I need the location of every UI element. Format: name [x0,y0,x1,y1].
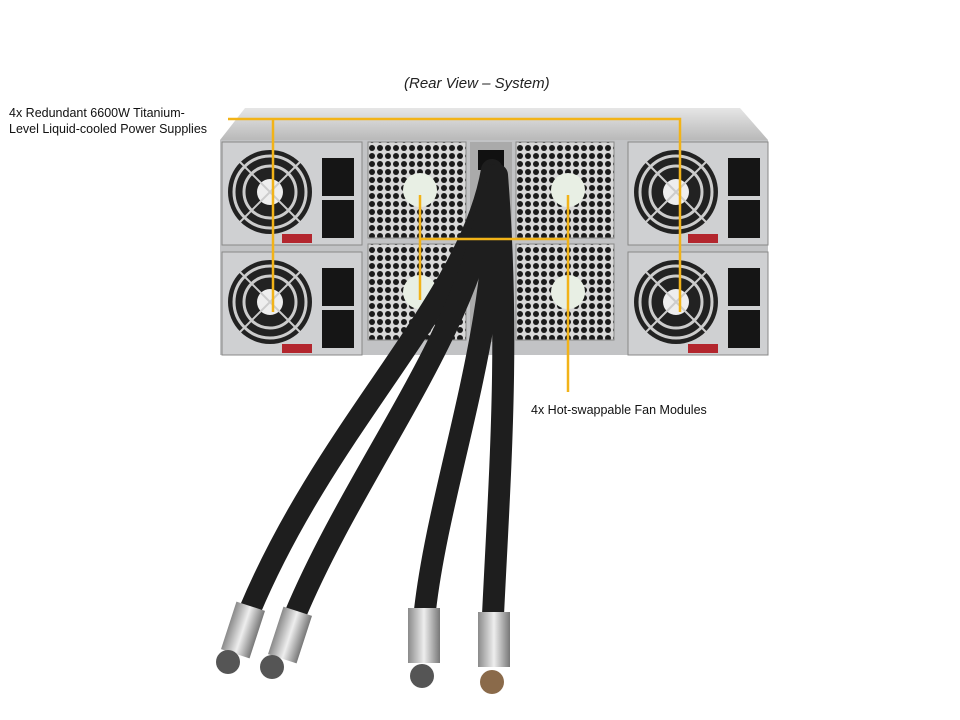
fan-modules [367,141,615,341]
power-supply-units [220,140,770,357]
view-title: (Rear View – System) [404,75,550,92]
psu-callout-line1: 4x Redundant 6600W Titanium- [9,106,185,120]
psu-callout-line [228,117,682,312]
psu-callout-line2: Level Liquid-cooled Power Supplies [9,122,208,136]
callout-lines [228,117,682,392]
fan-callout-label: 4x Hot-swappable Fan Modules [531,403,707,417]
psu-callout-label: 4x Redundant 6600W Titanium- Level Liqui… [9,105,207,137]
liquid-cooling-hoses [239,159,515,626]
chassis-top [220,108,768,140]
hose-connectors [216,601,510,694]
